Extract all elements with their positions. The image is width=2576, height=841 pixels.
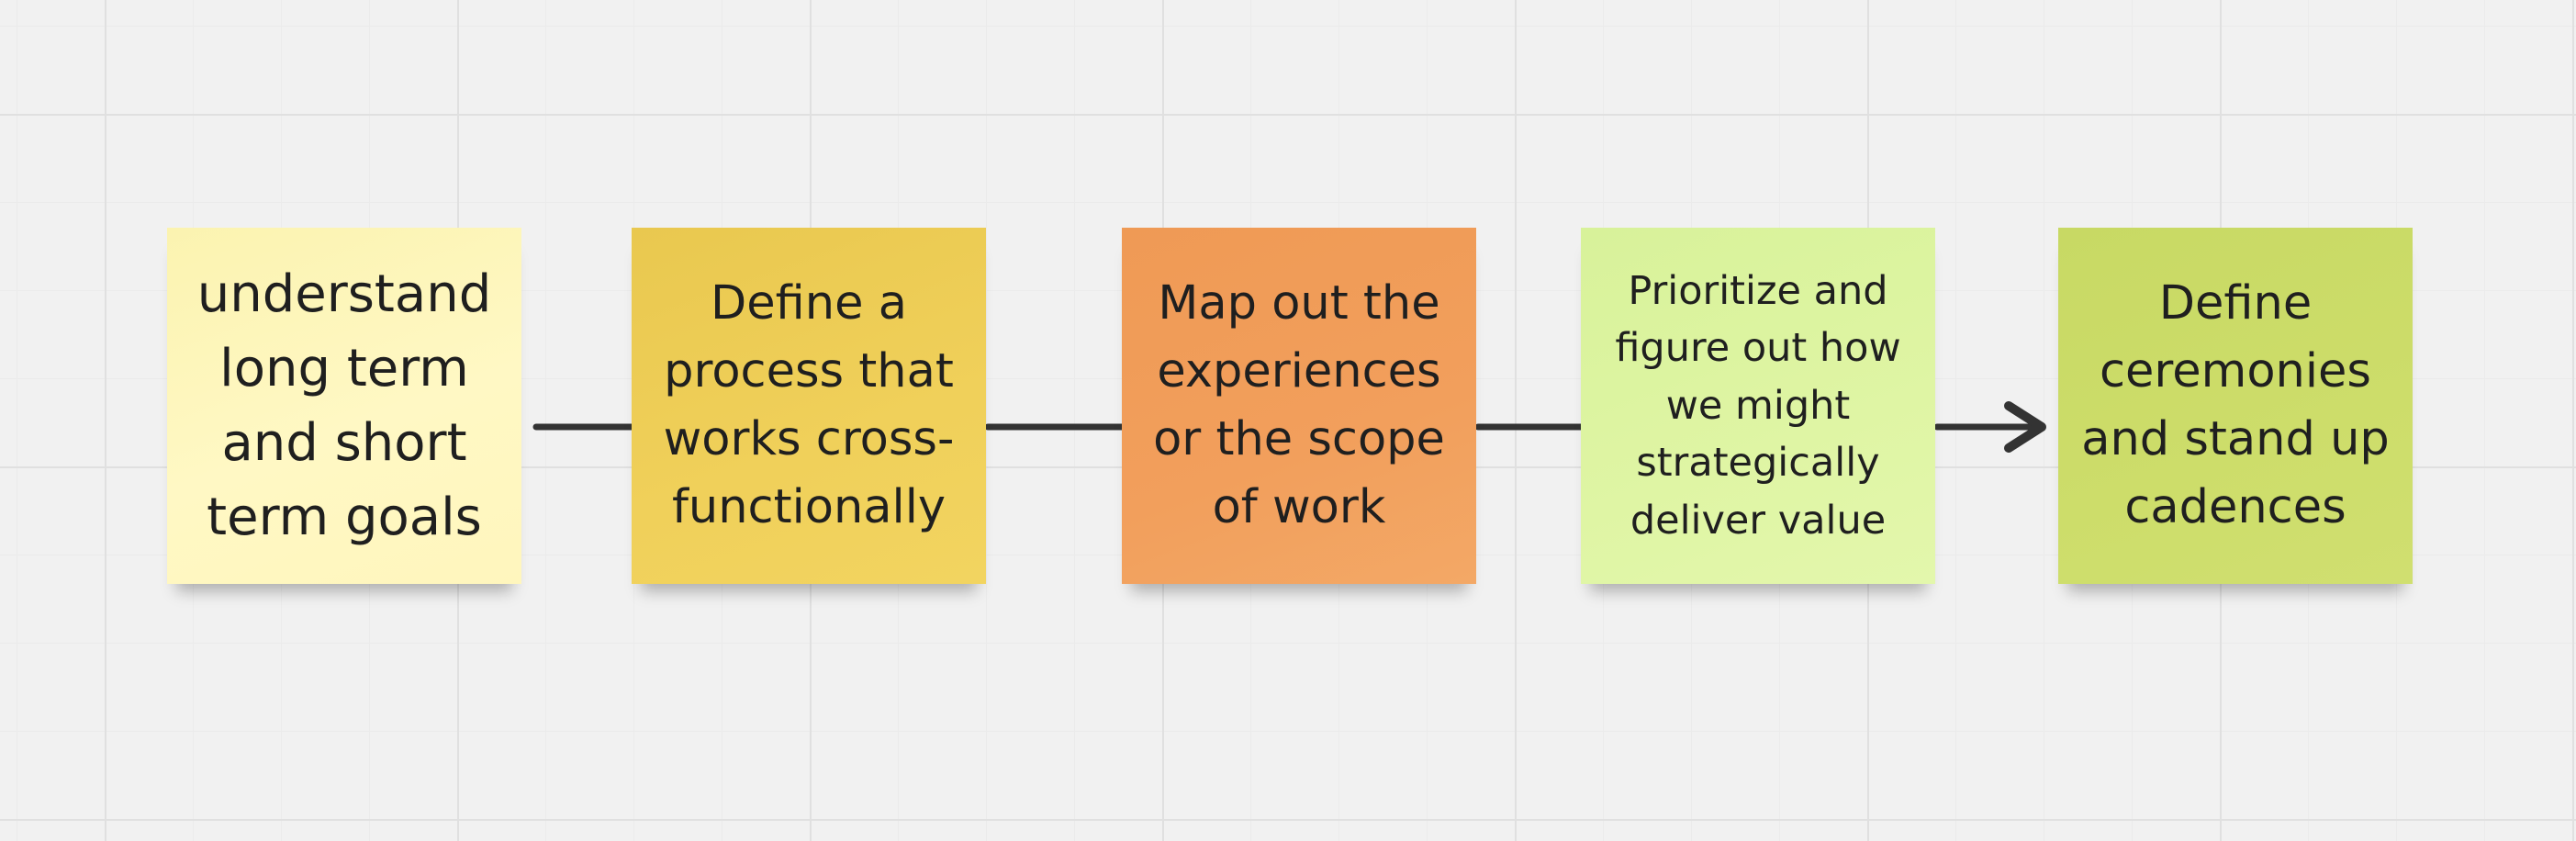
sticky-note-goals[interactable]: understand long term and short term goal… [167, 228, 521, 584]
sticky-note-text: Define ceremonies and stand up cadences [2081, 276, 2390, 534]
sticky-note-experiences[interactable]: Map out the experiences or the scope of … [1122, 228, 1476, 584]
arrowhead-icon [2004, 401, 2046, 453]
sticky-note-prioritize[interactable]: Prioritize and figure out how we might s… [1581, 228, 1935, 584]
sticky-note-text: Prioritize and figure out how we might s… [1615, 268, 1901, 544]
sticky-note-text: Map out the experiences or the scope of … [1153, 276, 1445, 534]
sticky-note-text: understand long term and short term goal… [196, 264, 492, 548]
sticky-note-text: Define a process that works cross-functi… [663, 276, 955, 534]
sticky-note-ceremonies[interactable]: Define ceremonies and stand up cadences [2058, 228, 2413, 584]
sticky-note-process[interactable]: Define a process that works cross-functi… [632, 228, 986, 584]
